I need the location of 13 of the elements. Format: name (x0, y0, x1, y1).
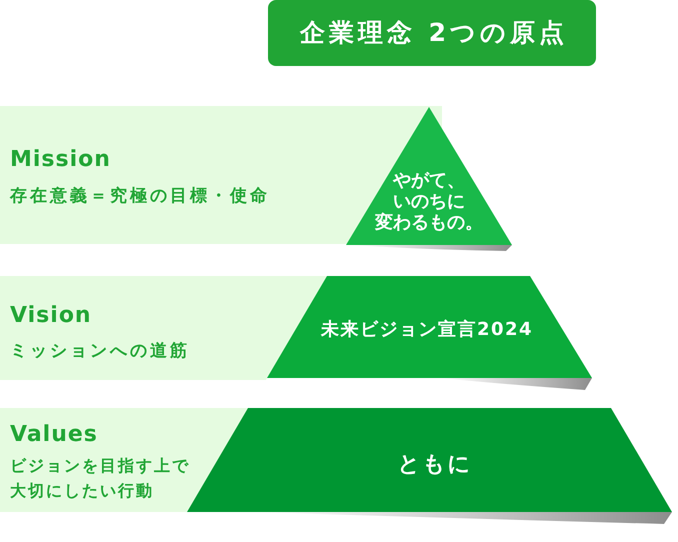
tier-description: 存在意義＝究極の目標・使命 (10, 185, 270, 208)
title-banner: 企業理念 2つの原点 (268, 0, 596, 66)
pyramid-apex (346, 107, 512, 245)
tier-description: ビジョンを目指す上で大切にしたい行動 (10, 455, 191, 502)
tier-statement: ともに (398, 451, 472, 479)
tier-heading: Mission (10, 147, 111, 173)
tier-heading: Values (10, 422, 98, 448)
tier-statement: やがて、いのちに変わるもの。 (374, 170, 484, 233)
tier-statement: 未来ビジョン宣言2024 (320, 318, 534, 342)
tier-heading: Vision (10, 303, 92, 329)
pyramid-tier (187, 408, 672, 512)
pyramid-tier (267, 276, 592, 378)
tier-description: ミッションへの道筋 (10, 340, 190, 363)
